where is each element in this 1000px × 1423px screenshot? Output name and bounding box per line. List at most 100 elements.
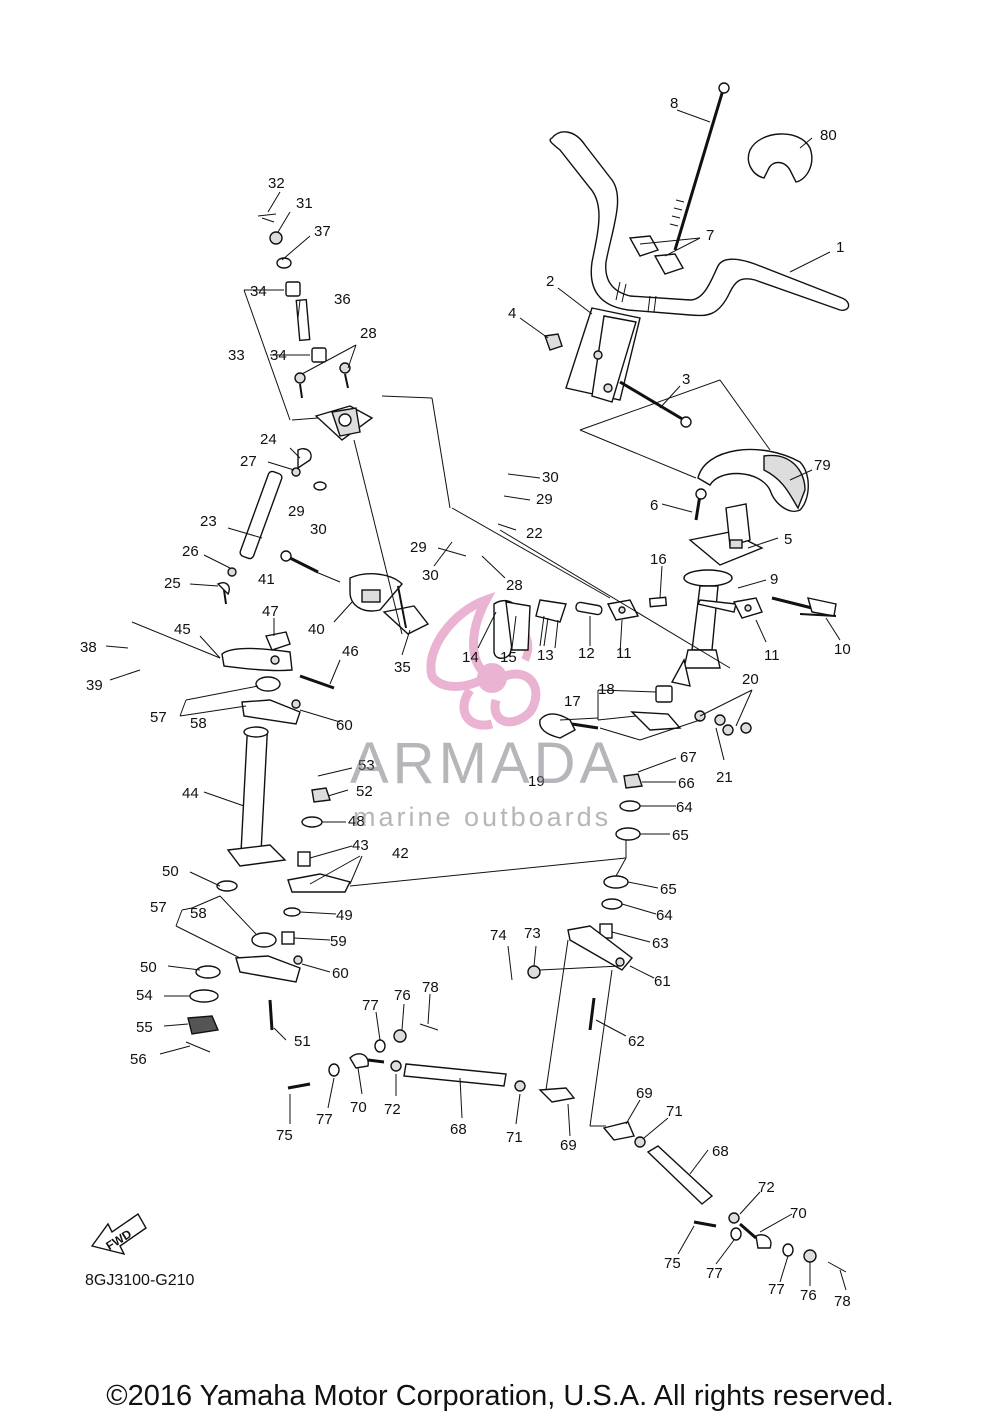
callout-64-lower: 64 (656, 907, 673, 924)
callout-62: 62 (628, 1033, 645, 1050)
rod-23 (239, 470, 283, 560)
callout-68-right: 68 (712, 1143, 729, 1160)
callout-39: 39 (86, 677, 103, 694)
callout-21: 21 (716, 769, 733, 786)
callout-27: 27 (240, 453, 257, 470)
callout-40: 40 (308, 621, 325, 638)
nut-55 (187, 1015, 219, 1035)
bolt-3 (619, 380, 692, 428)
stay-47 (265, 631, 291, 651)
bracket-5 (688, 503, 764, 566)
nuts-right (634, 1136, 817, 1263)
bolt-51 (268, 999, 274, 1031)
washer-64-lower (601, 898, 623, 910)
callout-35: 35 (394, 659, 411, 676)
callout-7: 7 (706, 227, 714, 244)
nuts-71-72-left (390, 1060, 526, 1092)
callout-12: 12 (578, 645, 595, 662)
callout-46: 46 (342, 643, 359, 660)
washer-50-54 (189, 965, 221, 1003)
leader-lines (105, 109, 847, 1291)
steering-shaft-44 (226, 726, 287, 867)
callout-54: 54 (136, 987, 153, 1004)
steering-column-9 (670, 569, 737, 687)
callout-25: 25 (164, 575, 181, 592)
callout-45: 45 (174, 621, 191, 638)
tie-rod-end-70-right (739, 1222, 772, 1249)
tie-rod-68-left (403, 1063, 507, 1087)
tie-rod-end-70-left (349, 1053, 385, 1069)
callout-48: 48 (348, 813, 365, 830)
callout-18: 18 (598, 681, 615, 698)
collar-18 (655, 685, 673, 703)
arm-42 (287, 873, 352, 893)
joint-25-26 (216, 567, 237, 605)
arm-61 (567, 925, 634, 971)
handlebar-cover-79 (697, 448, 809, 512)
callout-31: 31 (296, 195, 313, 212)
callout-44: 44 (182, 785, 199, 802)
callout-57-lower: 57 (150, 899, 167, 916)
callout-47: 47 (262, 603, 279, 620)
handlebar-clamp-upper (628, 235, 685, 275)
bolt-62 (588, 997, 596, 1031)
link-14-15 (493, 600, 531, 659)
callout-30-c: 30 (422, 567, 439, 584)
pin-12 (575, 601, 603, 616)
callout-80: 80 (820, 127, 837, 144)
bolt-6 (694, 488, 707, 521)
callout-78-right: 78 (834, 1293, 851, 1310)
callout-77-a: 77 (362, 997, 379, 1014)
washer-50-upper (216, 880, 238, 892)
callout-23: 23 (200, 513, 217, 530)
callout-58-upper: 58 (190, 715, 207, 732)
watermark-subtitle: marine outboards (353, 802, 612, 832)
callout-69-right: 69 (636, 1085, 653, 1102)
fwd-arrow-icon: FWD (90, 1212, 147, 1256)
callout-66: 66 (678, 775, 695, 792)
callout-34-top: 34 (250, 283, 267, 300)
callout-8: 8 (670, 95, 678, 112)
nut-66 (623, 773, 643, 789)
collar-34 (285, 281, 327, 363)
callout-64-upper: 64 (676, 799, 693, 816)
cotter-pin-32 (257, 213, 277, 223)
callout-4: 4 (508, 305, 516, 322)
tie-rod-end-69-right (602, 1121, 635, 1141)
callout-75-right: 75 (664, 1255, 681, 1272)
arm-57-upper (241, 699, 301, 725)
callout-59: 59 (330, 933, 347, 950)
diagram-code: 8GJ3100-G210 (85, 1272, 195, 1289)
handlebar (549, 131, 850, 317)
callout-53: 53 (358, 757, 375, 774)
callout-labels: 1 2 3 4 5 6 7 8 9 10 11 11 12 13 14 15 1… (80, 95, 851, 1310)
callout-20: 20 (742, 671, 759, 688)
callout-60-upper: 60 (336, 717, 353, 734)
callout-78-left: 78 (422, 979, 439, 996)
nut-52 (311, 787, 331, 803)
callout-50-upper: 50 (162, 863, 179, 880)
bolt-46 (299, 674, 335, 690)
callout-70-left: 70 (350, 1099, 367, 1116)
callout-36: 36 (334, 291, 351, 308)
tie-rod-end-69-left (538, 1087, 576, 1103)
cotter-78-right (827, 1261, 847, 1273)
callout-33: 33 (228, 347, 245, 364)
callout-72-left: 72 (384, 1101, 401, 1118)
callout-6: 6 (650, 497, 658, 514)
washer-29-left (313, 481, 327, 491)
nut-31 (269, 231, 283, 245)
callout-49: 49 (336, 907, 353, 924)
callout-71-right: 71 (666, 1103, 683, 1120)
collar-43 (297, 851, 311, 867)
callout-29-b: 29 (536, 491, 553, 508)
callout-14: 14 (462, 649, 479, 666)
copyright-notice: ©2016 Yamaha Motor Corporation, U.S.A. A… (106, 1380, 894, 1412)
cotter-78-left (419, 1023, 439, 1031)
plate-28 (314, 405, 374, 441)
nuts-20-21 (694, 710, 752, 736)
callout-43: 43 (352, 837, 369, 854)
callout-26: 26 (182, 543, 199, 560)
callout-11-center: 11 (616, 645, 632, 662)
callout-19: 19 (528, 773, 545, 790)
